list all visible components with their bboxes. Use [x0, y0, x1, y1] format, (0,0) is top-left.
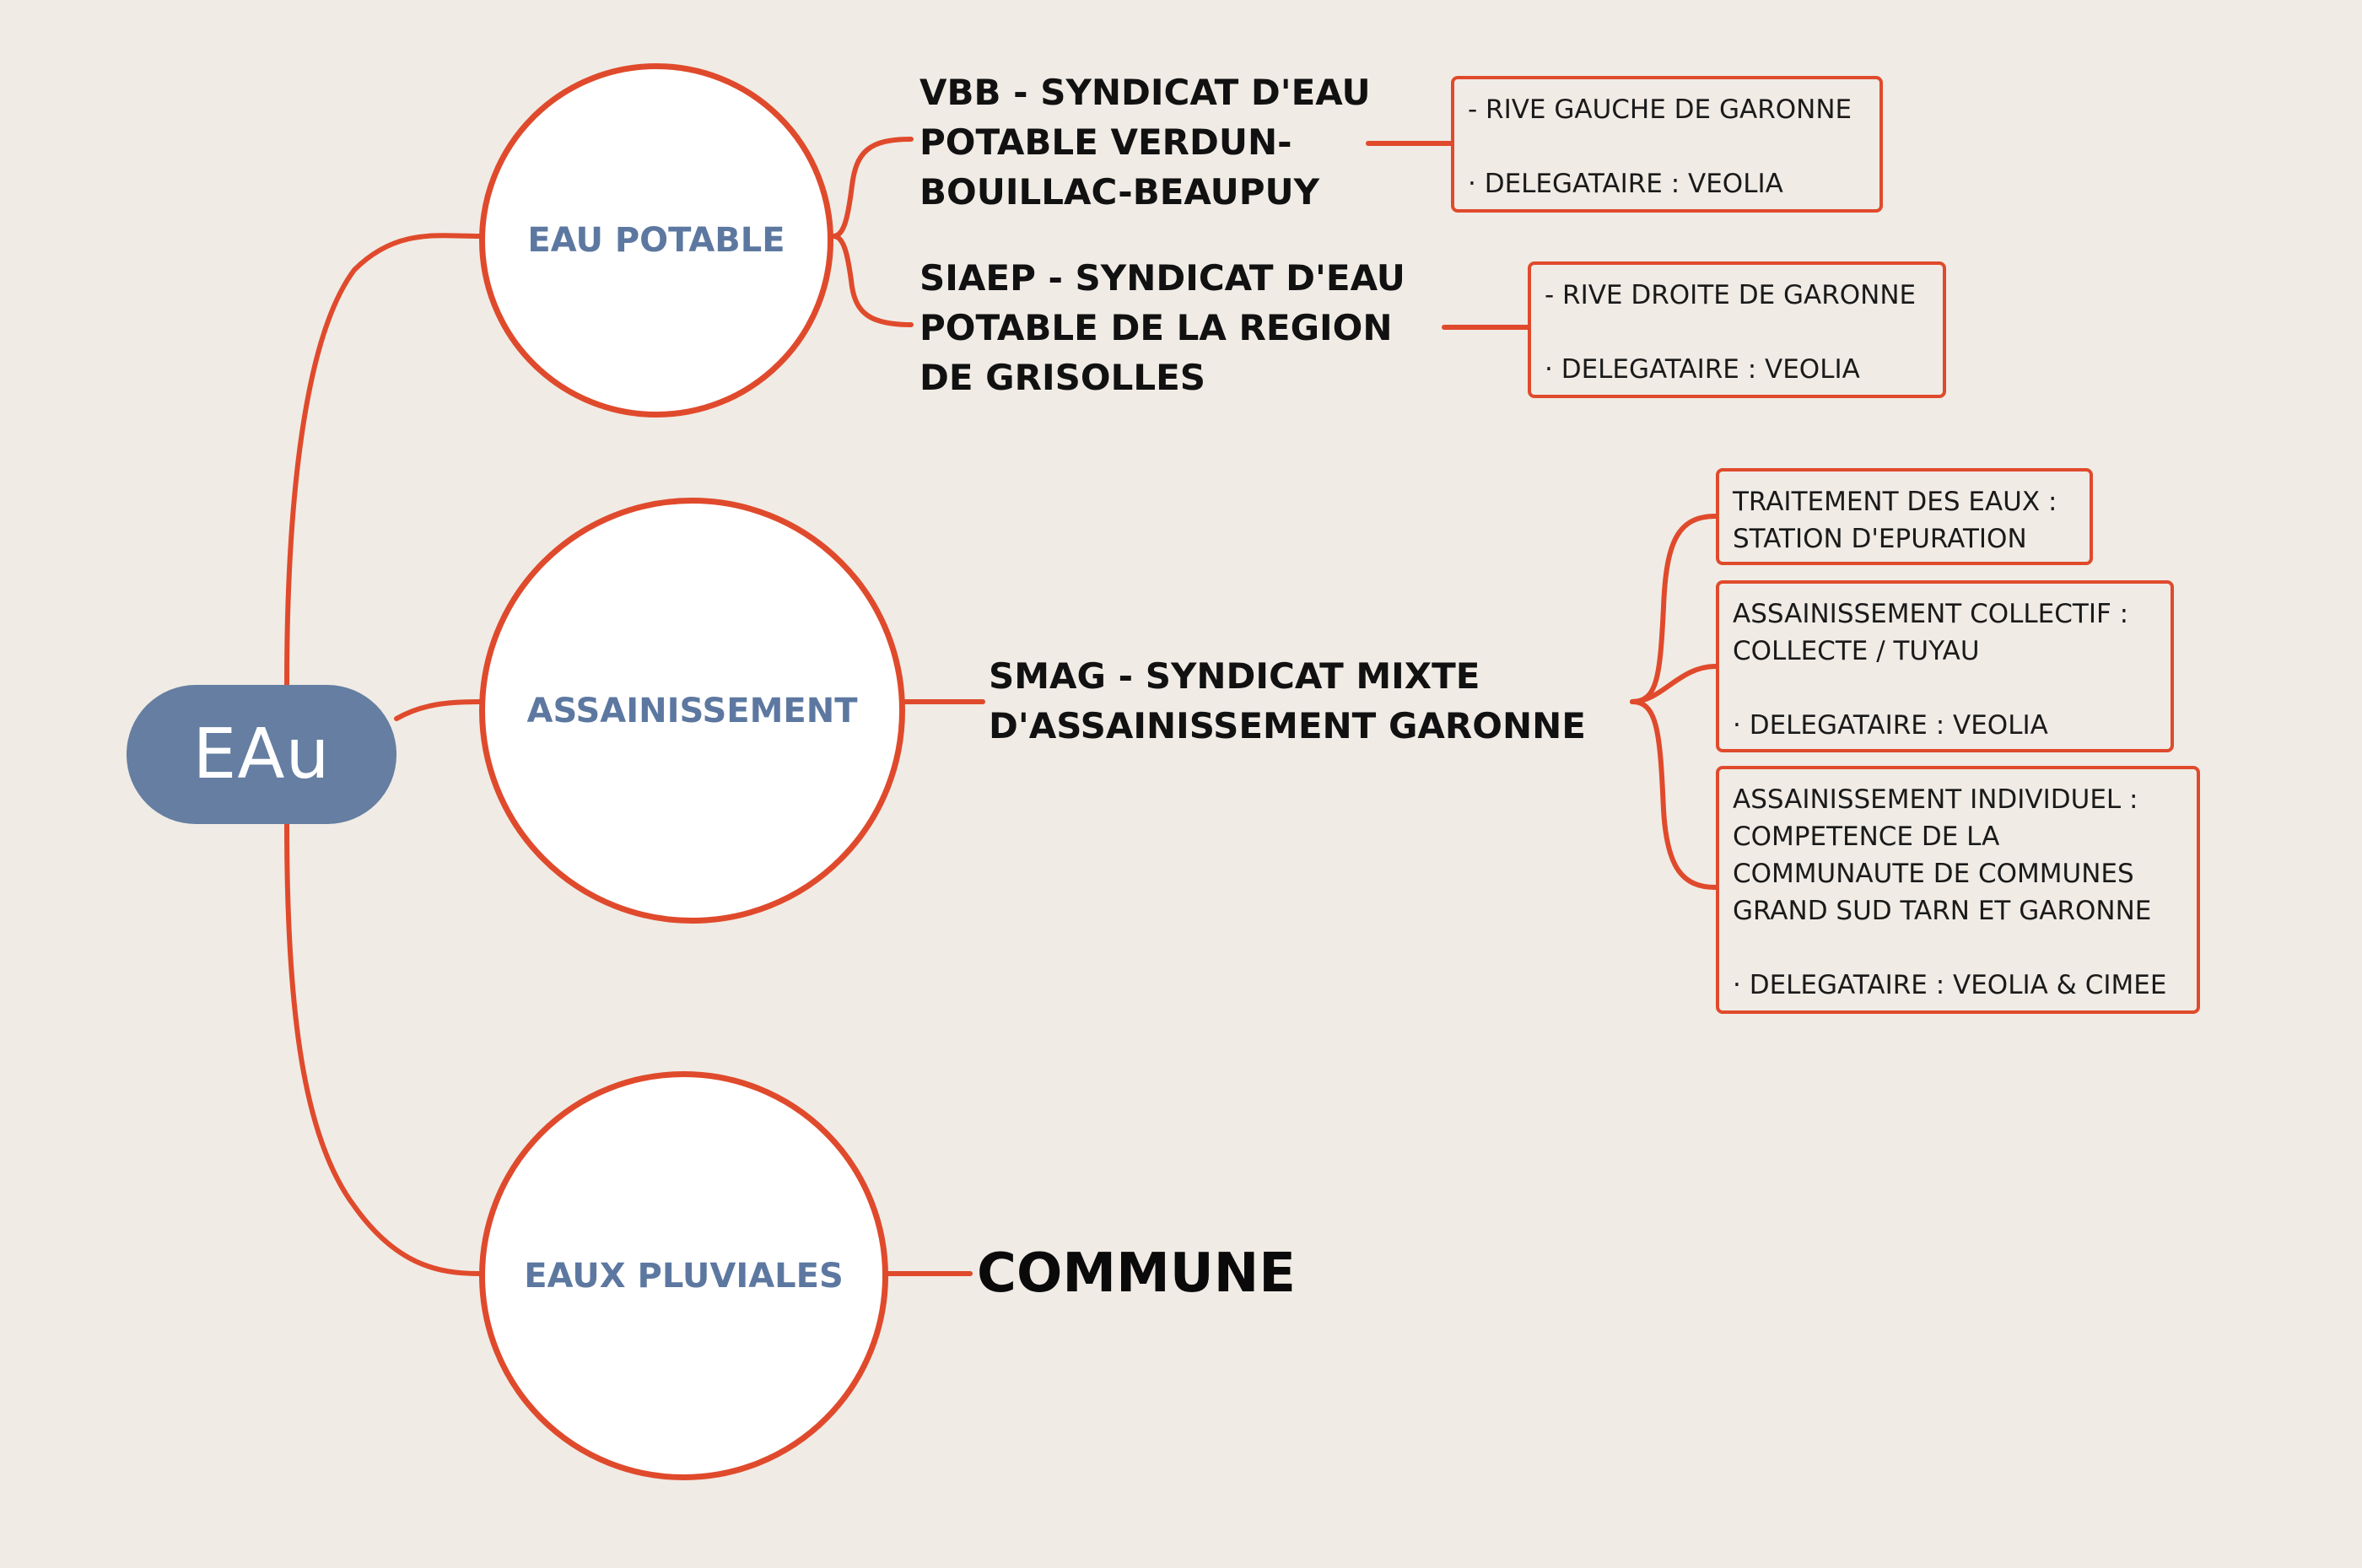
connector-smag-individuel [1630, 699, 1718, 890]
node-smag: SMAG - SYNDICAT MIXTE D'ASSAINISSEMENT G… [989, 655, 1586, 746]
detail-box-collectif: ASSAINISSEMENT COLLECTIF : COLLECTE / TU… [1716, 580, 2174, 752]
connector-smag-collectif [1630, 664, 1718, 704]
connector-potable-siaep [831, 234, 914, 327]
node-commune: COMMUNE [977, 1242, 1296, 1305]
node-siaep: SIAEP - SYNDICAT D'EAU POTABLE DE LA REG… [919, 257, 1405, 398]
node-vbb: VBB - SYNDICAT D'EAU POTABLE VERDUN- BOU… [919, 72, 1371, 213]
detail-box-individuel: ASSAINISSEMENT INDIVIDUEL : COMPETENCE D… [1716, 766, 2200, 1014]
branch-eau-potable-label: EAU POTABLE [527, 221, 785, 260]
detail-box-rive-droite: - RIVE DROITE DE GARONNE · DELEGATAIRE :… [1528, 261, 1946, 398]
branch-eau-potable: EAU POTABLE [479, 63, 833, 418]
branch-eaux-pluviales-label: EAUX PLUVIALES [524, 1256, 844, 1296]
root-node: EAu [127, 685, 396, 824]
branch-assainissement-label: ASSAINISSEMENT [526, 691, 858, 730]
connector-smag-traitement [1630, 514, 1718, 704]
connector-root-assainissement [394, 699, 482, 721]
branch-eaux-pluviales: EAUX PLUVIALES [479, 1071, 888, 1480]
branch-assainissement: ASSAINISSEMENT [479, 498, 905, 924]
connector-root-eau-potable [284, 233, 482, 687]
connector-potable-vbb [831, 137, 914, 239]
connector-root-eaux-pluviales [284, 822, 482, 1276]
root-label: EAu [192, 714, 331, 795]
detail-box-traitement: TRAITEMENT DES EAUX : STATION D'EPURATIO… [1716, 468, 2093, 565]
detail-box-rive-gauche: - RIVE GAUCHE DE GARONNE · DELEGATAIRE :… [1451, 76, 1883, 213]
